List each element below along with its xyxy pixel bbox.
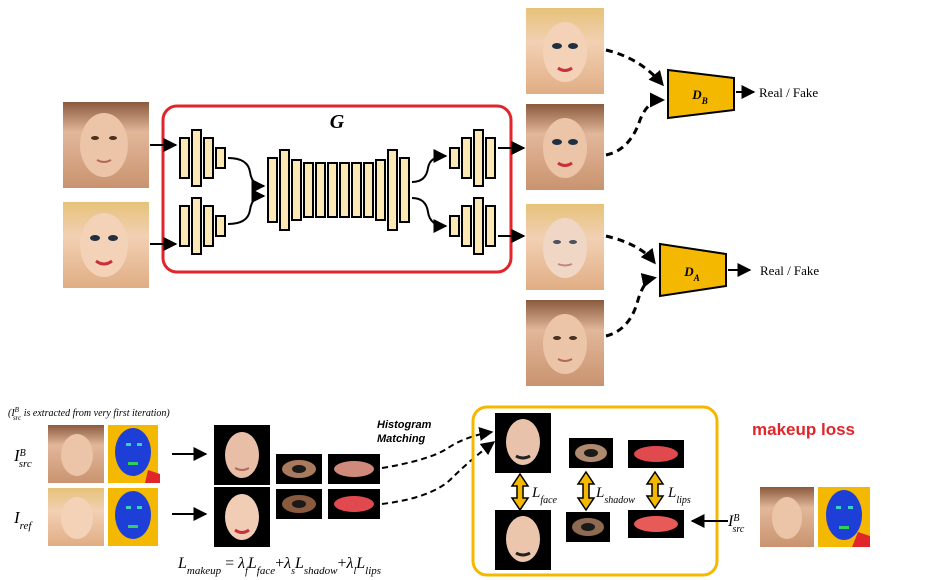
decoder-bottom <box>449 197 496 255</box>
generator-arrows <box>150 138 526 251</box>
loss-label-shadow: Lshadow <box>595 485 635 506</box>
ref-photo-small <box>48 488 104 546</box>
generated-lips-crop <box>628 440 684 468</box>
src-parsing-map <box>108 425 160 483</box>
makeup-formula: Lmakeup = λfLface+λsLshadow+λlLlips <box>177 555 381 577</box>
disc-a-output: Real / Fake <box>760 263 819 278</box>
target-face-mask <box>495 510 551 570</box>
target-eye-crop <box>566 512 610 542</box>
fake-photo-b <box>526 104 604 190</box>
real-photo-b <box>526 8 604 94</box>
bottleneck-blocks <box>267 149 410 231</box>
encoder-bottom <box>179 197 226 255</box>
svg-text:DA: DA <box>683 264 699 283</box>
generated-eye-crop <box>569 438 613 468</box>
ref-face-mask <box>214 487 270 547</box>
generated-face-mask <box>495 413 551 473</box>
ref-lips-crop <box>328 489 380 519</box>
makeup-loss-title: makeup loss <box>752 420 855 439</box>
disc-b-output: Real / Fake <box>759 85 818 100</box>
right-src-photo <box>760 487 814 547</box>
discriminator-b: DB <box>667 68 735 120</box>
src-eye-crop <box>276 454 322 484</box>
input-photo-ref <box>63 202 149 288</box>
makeup-loss-box <box>471 405 719 577</box>
row-label-ref: Iref <box>13 508 33 532</box>
generator-box <box>161 104 513 274</box>
src-face-mask <box>214 425 270 485</box>
generator-label: G <box>330 111 345 133</box>
row-arrows <box>172 447 208 521</box>
ref-eye-crop <box>276 489 322 519</box>
disc-arrows <box>605 48 665 338</box>
loss-label-lips: Llips <box>667 485 691 506</box>
histogram-arrows <box>381 426 496 505</box>
histogram-matching-label: Histogram Matching <box>377 419 434 445</box>
fake-photo-a <box>526 204 604 290</box>
discriminator-a: DA <box>659 242 727 298</box>
src-lips-crop <box>328 454 380 484</box>
src-photo-small <box>48 425 104 483</box>
decoder-top <box>449 129 496 187</box>
real-photo-a <box>526 300 604 386</box>
input-photo-src <box>63 102 149 188</box>
right-src-parsing-map <box>818 487 870 547</box>
loss-label-face: Lface <box>531 485 558 506</box>
target-lips-crop <box>628 510 684 538</box>
ref-parsing-map <box>108 488 158 546</box>
loss-double-arrows <box>510 470 665 512</box>
svg-text:DB: DB <box>691 87 707 106</box>
encoder-top <box>179 129 226 187</box>
